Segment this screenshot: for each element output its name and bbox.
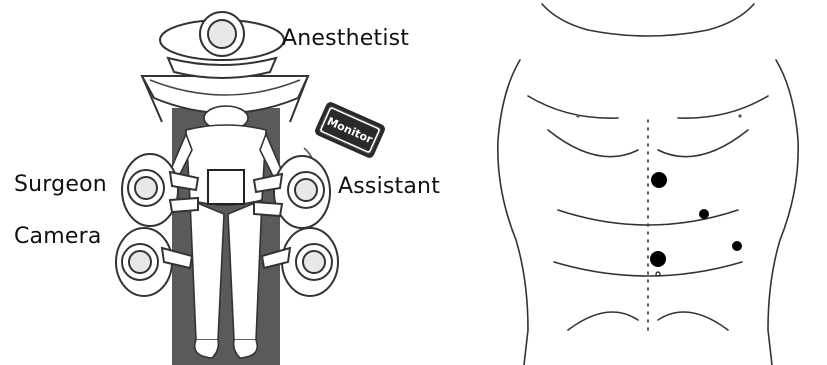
port-lower-midline	[650, 251, 666, 267]
port-right-lower	[732, 241, 742, 251]
port-placement-panel	[458, 0, 827, 365]
surgeon-label: Surgeon	[14, 172, 107, 197]
anesthetist-figure	[160, 12, 284, 78]
or-layout-panel: Monitor	[0, 0, 458, 365]
port-upper-midline	[651, 172, 667, 188]
umbilicus	[656, 272, 660, 276]
monitor: Monitor	[313, 101, 386, 160]
surgical-field	[208, 170, 244, 204]
torso-outline	[498, 4, 798, 365]
torso-drawing	[458, 0, 827, 365]
anesthetist-label: Anesthetist	[282, 26, 409, 51]
assistant-label: Assistant	[338, 174, 440, 199]
port-right-lateral	[699, 209, 709, 219]
camera-label: Camera	[14, 224, 102, 249]
